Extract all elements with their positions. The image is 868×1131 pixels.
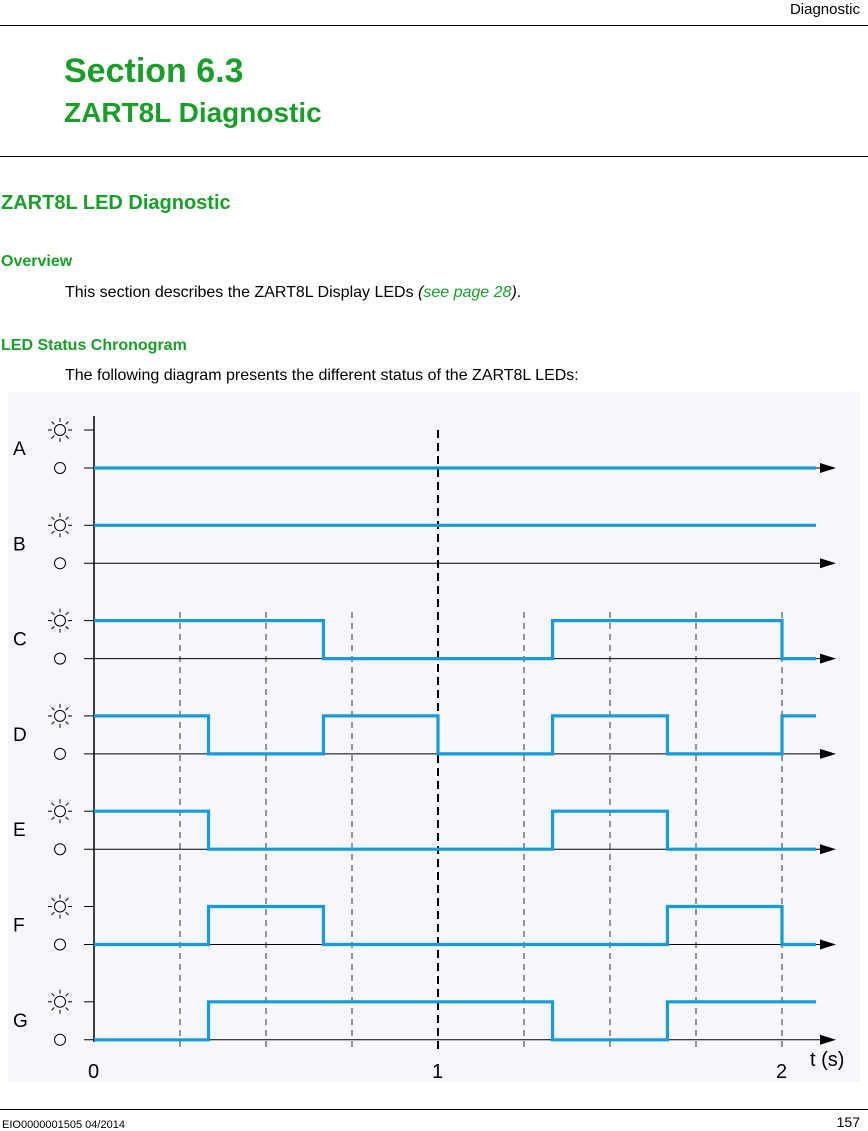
diagram-background bbox=[8, 392, 860, 1082]
led-label: G bbox=[13, 1011, 28, 1032]
trace-c bbox=[94, 619, 816, 661]
led-ray bbox=[51, 516, 55, 520]
chronogram-heading: LED Status Chronogram bbox=[1, 337, 187, 354]
led-off-icon bbox=[54, 747, 66, 760]
led-label: F bbox=[13, 916, 25, 937]
led-ray bbox=[65, 707, 69, 711]
see-page-link[interactable]: see page 28 bbox=[423, 284, 512, 301]
led-on-icon bbox=[54, 995, 66, 1008]
led-ray bbox=[51, 611, 55, 616]
led-ray bbox=[65, 721, 69, 725]
led-ray bbox=[51, 625, 55, 630]
led-ray bbox=[65, 816, 69, 821]
led-ray bbox=[51, 992, 55, 997]
trace-f bbox=[94, 904, 816, 947]
led-on-icon bbox=[54, 900, 66, 913]
x-tick-label: 1 bbox=[432, 1061, 443, 1083]
led-off-icon bbox=[54, 1033, 66, 1046]
section-rule bbox=[0, 156, 868, 157]
led-ray bbox=[65, 421, 69, 425]
trace-g bbox=[94, 1000, 816, 1042]
led-off-icon bbox=[54, 652, 66, 665]
time-axis-arrow bbox=[820, 844, 836, 855]
chronogram-intro: The following diagram presents the diffe… bbox=[65, 367, 579, 384]
led-on-icon bbox=[54, 709, 66, 722]
led-ray bbox=[65, 530, 69, 535]
led-ray bbox=[65, 435, 69, 439]
led-ray bbox=[51, 1007, 55, 1011]
led-ray bbox=[51, 897, 55, 902]
led-off-icon bbox=[54, 462, 66, 474]
led-ray bbox=[51, 911, 55, 916]
overview-paren-open: ( bbox=[418, 284, 424, 301]
header-rule bbox=[0, 25, 868, 26]
led-on-icon bbox=[54, 805, 66, 818]
time-axis-arrow bbox=[820, 463, 836, 473]
led-ray bbox=[65, 625, 69, 630]
led-ray bbox=[65, 992, 69, 997]
time-axis-arrow bbox=[820, 939, 836, 950]
led-ray bbox=[51, 421, 55, 425]
led-ray bbox=[65, 802, 69, 806]
led-label: C bbox=[13, 630, 27, 651]
footer-doc-id: EIO0000001505 04/2014 bbox=[2, 1119, 125, 1131]
time-axis-arrow bbox=[820, 558, 836, 569]
overview-text-before: This section describes the ZART8L Displa… bbox=[65, 284, 419, 301]
trace-e bbox=[94, 809, 816, 851]
overview-heading: Overview bbox=[1, 253, 73, 270]
led-ray bbox=[65, 1007, 69, 1011]
x-axis-label: t (s) bbox=[810, 1049, 844, 1071]
section-title: ZART8L Diagnostic bbox=[64, 97, 322, 128]
led-ray bbox=[65, 516, 69, 520]
led-on-icon bbox=[54, 614, 66, 627]
led-off-icon bbox=[54, 938, 66, 951]
overview-paren-close: ) bbox=[511, 284, 517, 301]
led-on-icon bbox=[54, 519, 66, 532]
led-on-icon bbox=[54, 424, 66, 436]
time-axis-arrow bbox=[820, 748, 836, 759]
footer-rule bbox=[0, 1109, 868, 1110]
time-axis-arrow bbox=[820, 1034, 836, 1045]
time-axis-arrow bbox=[820, 653, 836, 664]
led-off-icon bbox=[54, 557, 66, 570]
led-ray bbox=[51, 802, 55, 806]
led-ray bbox=[51, 435, 55, 439]
led-ray bbox=[65, 911, 69, 916]
section-number: Section 6.3 bbox=[64, 52, 244, 90]
led-label: A bbox=[13, 439, 26, 460]
led-label: B bbox=[13, 534, 26, 555]
trace-d bbox=[94, 714, 816, 756]
led-ray bbox=[51, 816, 55, 821]
led-ray bbox=[65, 897, 69, 902]
led-off-icon bbox=[54, 843, 66, 856]
led-label: E bbox=[13, 820, 26, 841]
page-heading: ZART8L LED Diagnostic bbox=[1, 192, 231, 214]
page-number: 157 bbox=[836, 1114, 860, 1130]
led-label: D bbox=[13, 725, 27, 746]
header-title: Diagnostic bbox=[789, 1, 860, 18]
led-chronogram: A B C D E F G 0 1 2 t (s) bbox=[8, 392, 860, 1083]
x-tick-label: 0 bbox=[88, 1061, 99, 1083]
led-ray bbox=[65, 611, 69, 616]
led-ray bbox=[51, 530, 55, 535]
x-tick-label: 2 bbox=[776, 1061, 787, 1083]
overview-text: This section describes the ZART8L Displa… bbox=[65, 284, 521, 302]
led-ray bbox=[51, 721, 55, 725]
overview-text-after: . bbox=[516, 284, 522, 301]
led-ray bbox=[51, 707, 55, 711]
